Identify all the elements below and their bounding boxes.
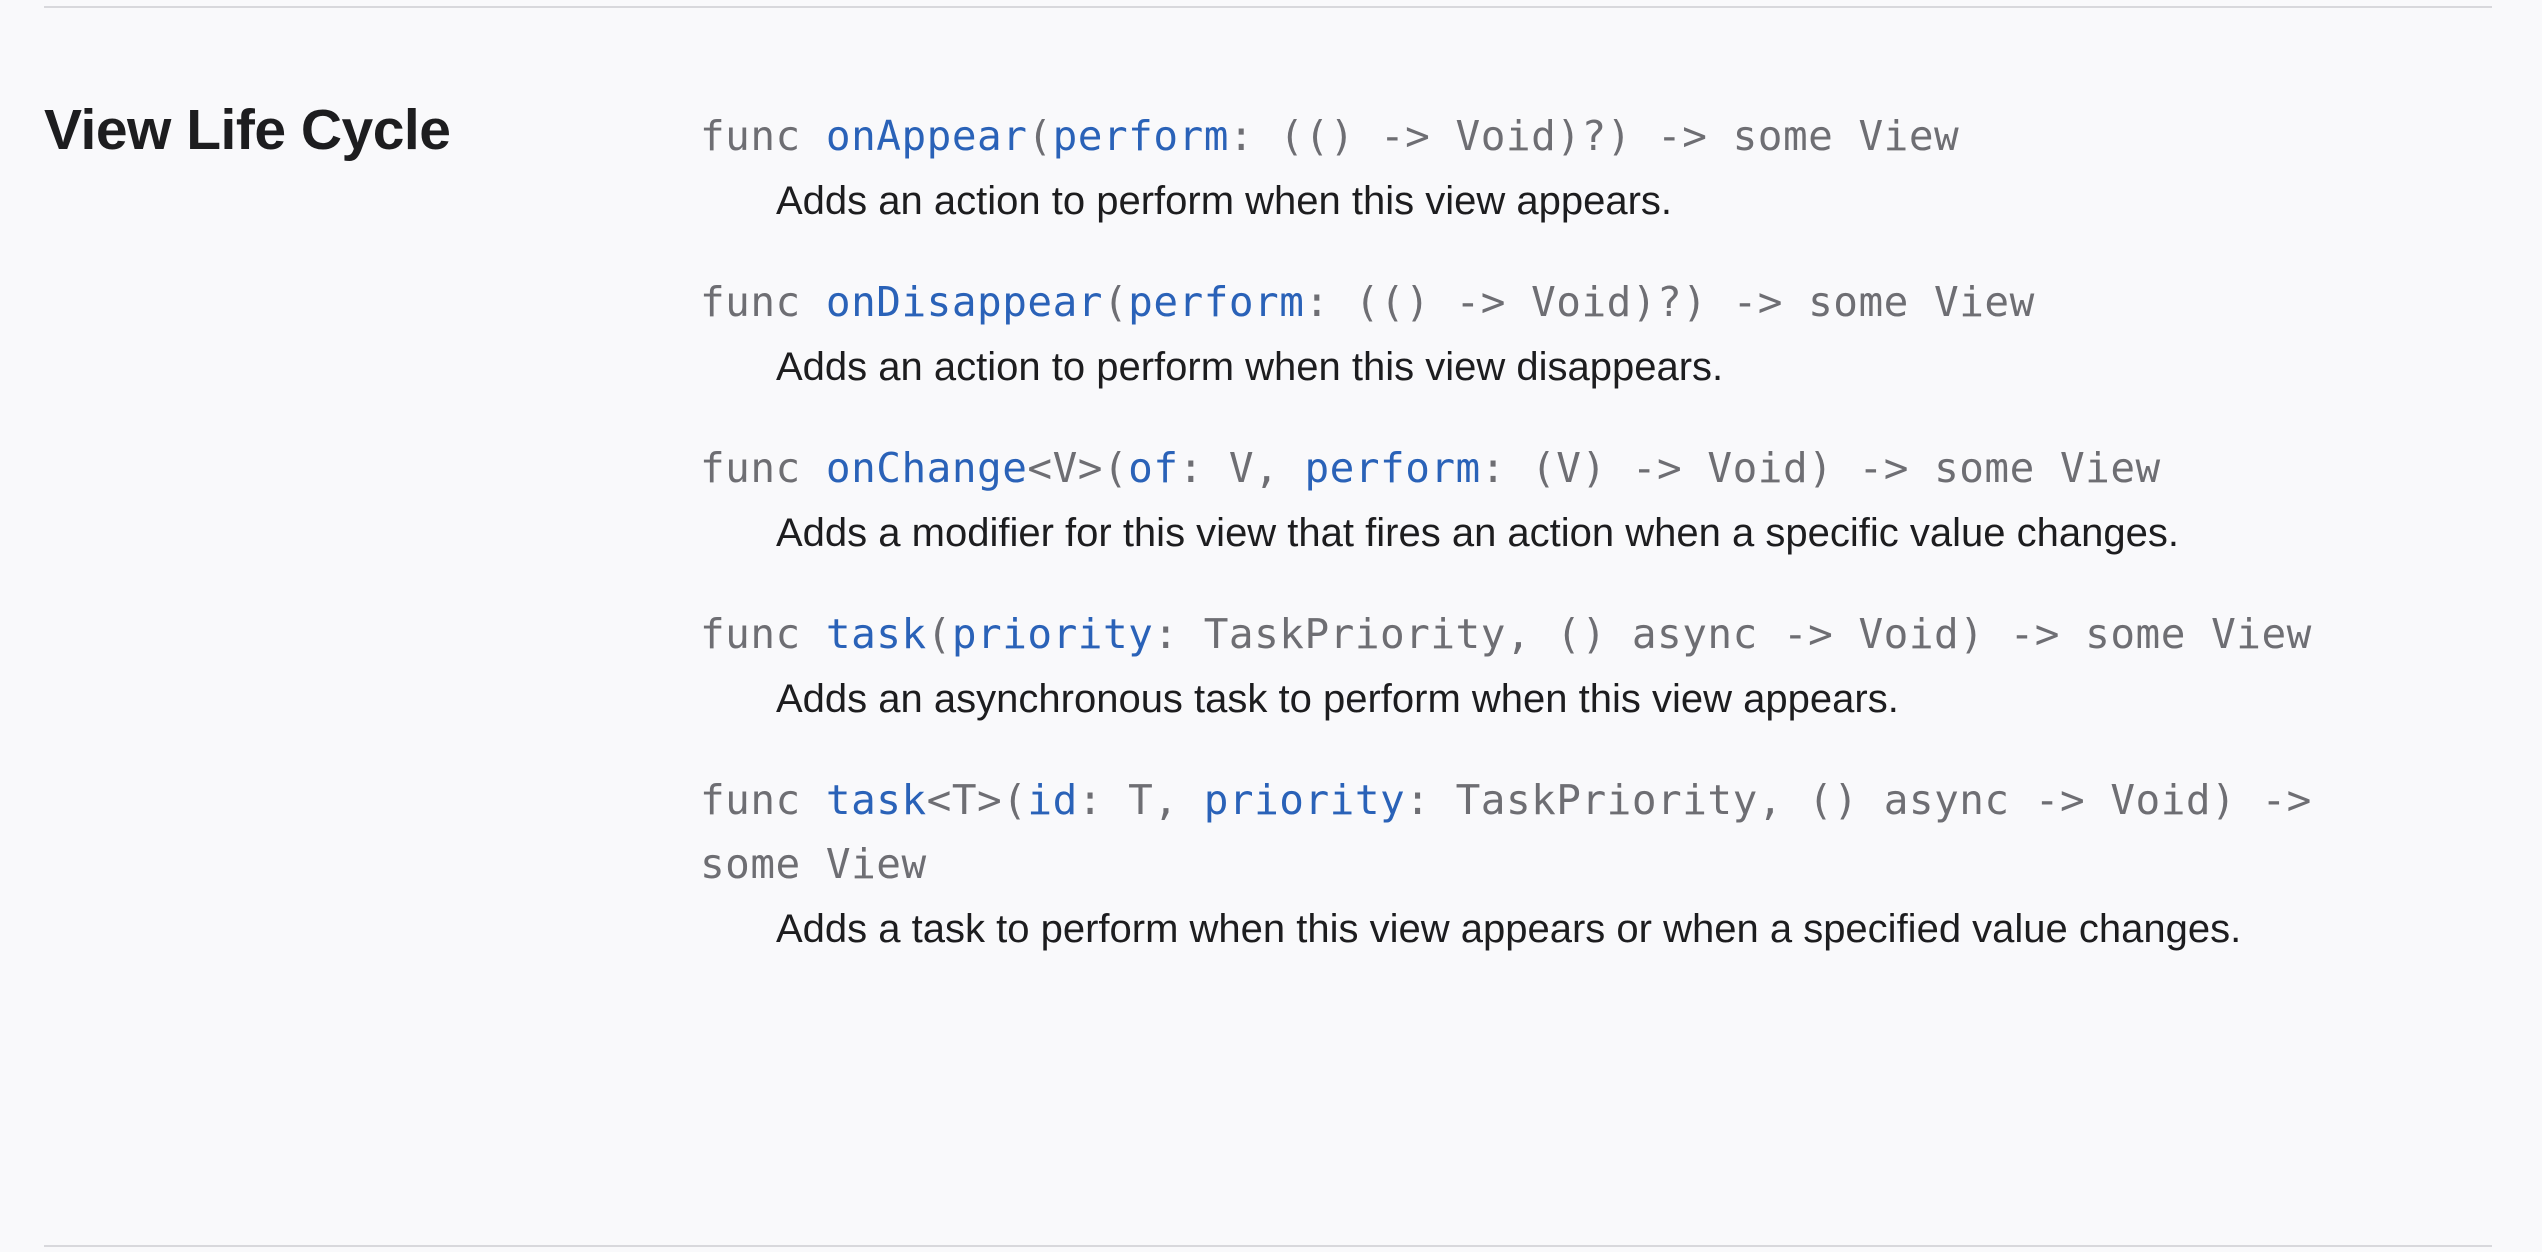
bottom-divider xyxy=(44,1245,2492,1247)
signature-part: <T>( xyxy=(926,776,1028,824)
signature-part: : (() -> Void)?) -> some View xyxy=(1304,278,2035,326)
parameter-label: perform xyxy=(1128,278,1305,326)
topic-signature: func task(priority: TaskPriority, () asy… xyxy=(700,602,2500,666)
section-title: View Life Cycle xyxy=(44,98,451,162)
topic-abstract: Adds a modifier for this view that fires… xyxy=(776,511,2179,555)
symbol-link-task-priority[interactable]: task xyxy=(825,610,927,658)
topic-abstract: Adds an asynchronous task to perform whe… xyxy=(776,677,1899,721)
parameter-label: perform xyxy=(1052,112,1229,160)
topic-signature: func task<T>(id: T, priority: TaskPriori… xyxy=(700,768,2500,896)
symbol-link-onappear[interactable]: onAppear xyxy=(825,112,1028,160)
topic-abstract: Adds a task to perform when this view ap… xyxy=(776,907,2242,951)
symbol-link-task-id-priority[interactable]: task xyxy=(825,776,927,824)
topic-abstract: Adds an action to perform when this view… xyxy=(776,345,1724,389)
topic-item: func task<T>(id: T, priority: TaskPriori… xyxy=(700,768,2500,956)
signature-part: ( xyxy=(1027,112,1053,160)
topic-list: func onAppear(perform: (() -> Void)?) ->… xyxy=(700,104,2500,998)
symbol-link-ondisappear[interactable]: onDisappear xyxy=(825,278,1103,326)
signature-part: <V>( xyxy=(1027,444,1129,492)
topic-item: func task(priority: TaskPriority, () asy… xyxy=(700,602,2500,726)
signature-part: : (V) -> Void) -> some View xyxy=(1480,444,2161,492)
signature-part: ( xyxy=(1102,278,1129,326)
parameter-label: perform xyxy=(1304,444,1481,492)
signature-part: : V, xyxy=(1178,444,1305,492)
signature-part: : TaskPriority, () async -> Void) -> som… xyxy=(1153,610,2312,658)
topic-signature: func onDisappear(perform: (() -> Void)?)… xyxy=(700,270,2500,334)
func-keyword: func xyxy=(700,112,826,160)
topic-signature: func onChange<V>(of: V, perform: (V) -> … xyxy=(700,436,2500,500)
top-divider xyxy=(44,6,2492,8)
signature-part: : (() -> Void)?) -> some View xyxy=(1228,112,1960,160)
signature-part: : TaskPriority, () async -> Void) -> xyxy=(1405,776,2312,824)
func-keyword: func xyxy=(700,776,826,824)
symbol-link-onchange[interactable]: onChange xyxy=(825,444,1028,492)
parameter-label: priority xyxy=(951,610,1154,658)
topic-item: func onDisappear(perform: (() -> Void)?)… xyxy=(700,270,2500,394)
topic-signature: func onAppear(perform: (() -> Void)?) ->… xyxy=(700,104,2500,168)
topic-item: func onAppear(perform: (() -> Void)?) ->… xyxy=(700,104,2500,228)
signature-part: ( xyxy=(926,610,952,658)
signature-part: : T, xyxy=(1077,776,1204,824)
parameter-label: of xyxy=(1128,444,1179,492)
func-keyword: func xyxy=(700,610,826,658)
parameter-label: id xyxy=(1027,776,1078,824)
func-keyword: func xyxy=(700,278,826,326)
parameter-label: priority xyxy=(1203,776,1406,824)
func-keyword: func xyxy=(700,444,826,492)
topic-item: func onChange<V>(of: V, perform: (V) -> … xyxy=(700,436,2500,560)
signature-part: some View xyxy=(700,840,927,888)
topic-abstract: Adds an action to perform when this view… xyxy=(776,179,1673,223)
